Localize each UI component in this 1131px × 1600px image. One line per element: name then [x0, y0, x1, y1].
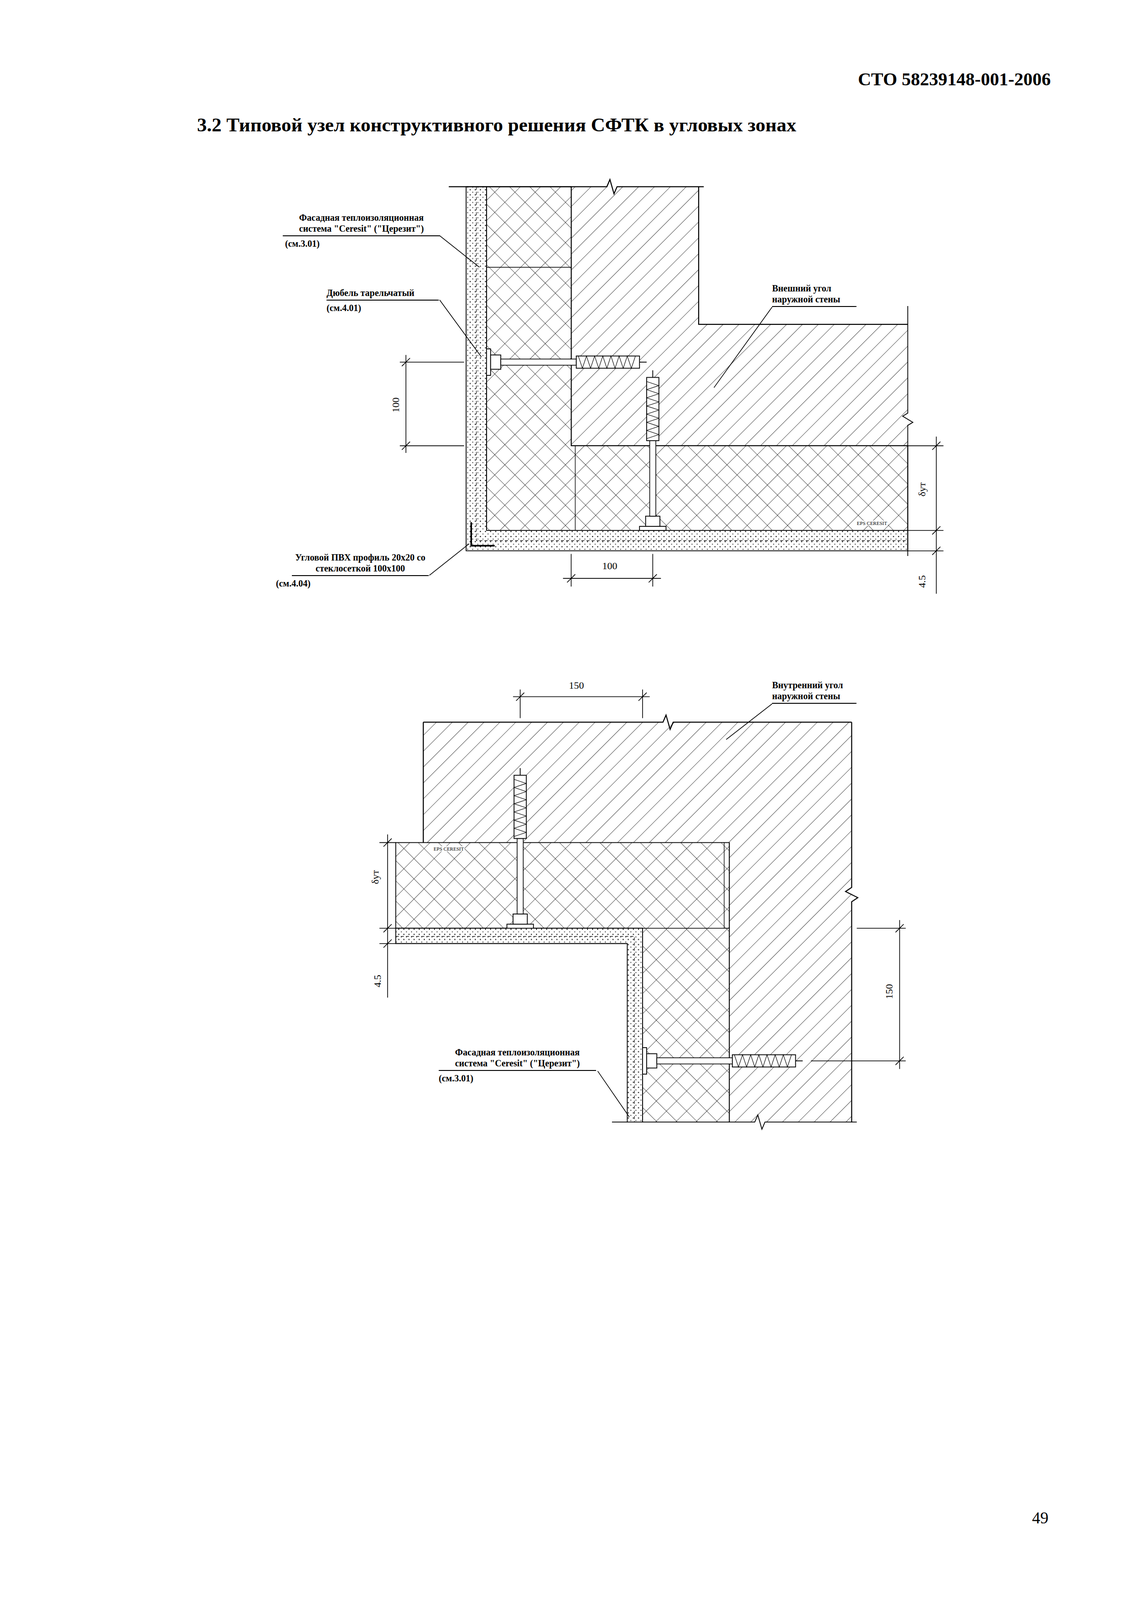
insulation-board — [486, 186, 908, 531]
dimension-text: 100 — [390, 397, 401, 413]
document-code: СТО 58239148-001-2006 — [857, 68, 1051, 91]
plaster-layer — [395, 928, 643, 1122]
material-mark: EPS CERESIT — [432, 846, 465, 852]
dimension-line — [810, 919, 906, 1069]
dimension-line — [379, 834, 396, 998]
leader-line — [597, 1070, 630, 1117]
callout-text: Дюбель тарельчатый — [326, 287, 439, 301]
leader-line — [439, 235, 480, 268]
dimension-line — [399, 354, 465, 453]
insulation-board — [395, 842, 730, 1122]
mesh-line — [395, 936, 635, 1122]
external-corner-detail — [399, 179, 944, 594]
dimension-line — [563, 553, 662, 587]
leader-line — [726, 703, 773, 740]
callout-text: Внутренний угол наружной стены — [772, 679, 857, 704]
callout-reference: (см.3.01) — [285, 238, 320, 250]
plate-dowel — [639, 370, 666, 531]
plate-dowel — [507, 767, 534, 929]
dimension-text: 100 — [602, 560, 618, 571]
break-line — [448, 179, 704, 194]
dimension-text: δут — [917, 482, 928, 497]
callout-text: Фасадная теплоизоляционная система "Cere… — [438, 1046, 597, 1071]
mesh-line — [476, 186, 908, 541]
leader-line — [439, 300, 482, 358]
callout-reference: (см.4.04) — [275, 577, 311, 589]
leader-line — [714, 306, 773, 388]
dimension-line — [907, 436, 944, 594]
board-joint — [486, 267, 576, 531]
dimension-text: 4.5 — [372, 974, 383, 988]
plaster-layer — [466, 186, 908, 551]
dimension-text: 150 — [884, 984, 895, 1000]
dimension-text: 150 — [569, 680, 585, 691]
page-number: 49 — [1032, 1509, 1049, 1526]
board-joint — [642, 842, 730, 929]
dimension-text: δут — [370, 870, 381, 885]
corner-profile — [471, 522, 495, 546]
break-line — [902, 306, 913, 556]
internal-corner-detail — [379, 689, 906, 1130]
callout-text: Фасадная теплоизоляционная система "Cere… — [282, 212, 441, 237]
callout-text: Внешний угол наружной стены — [772, 282, 857, 307]
dimension-text: 4.5 — [917, 575, 928, 588]
callout-reference: (см.3.01) — [438, 1072, 474, 1084]
wall-hatch — [570, 186, 908, 446]
callout-reference: (см.4.01) — [326, 302, 362, 314]
dimension-line — [513, 689, 650, 719]
callout-text: Угловой ПВХ профиль 20x20 со стеклосетко… — [291, 551, 429, 576]
plate-dowel — [486, 348, 647, 376]
wall-outline — [570, 186, 908, 446]
plate-dowel — [642, 1047, 803, 1074]
leader-line — [429, 543, 470, 576]
section-title: 3.2 Типовой узел конструктивного решения… — [197, 113, 797, 137]
material-mark: EPS CERESIT — [856, 520, 888, 526]
